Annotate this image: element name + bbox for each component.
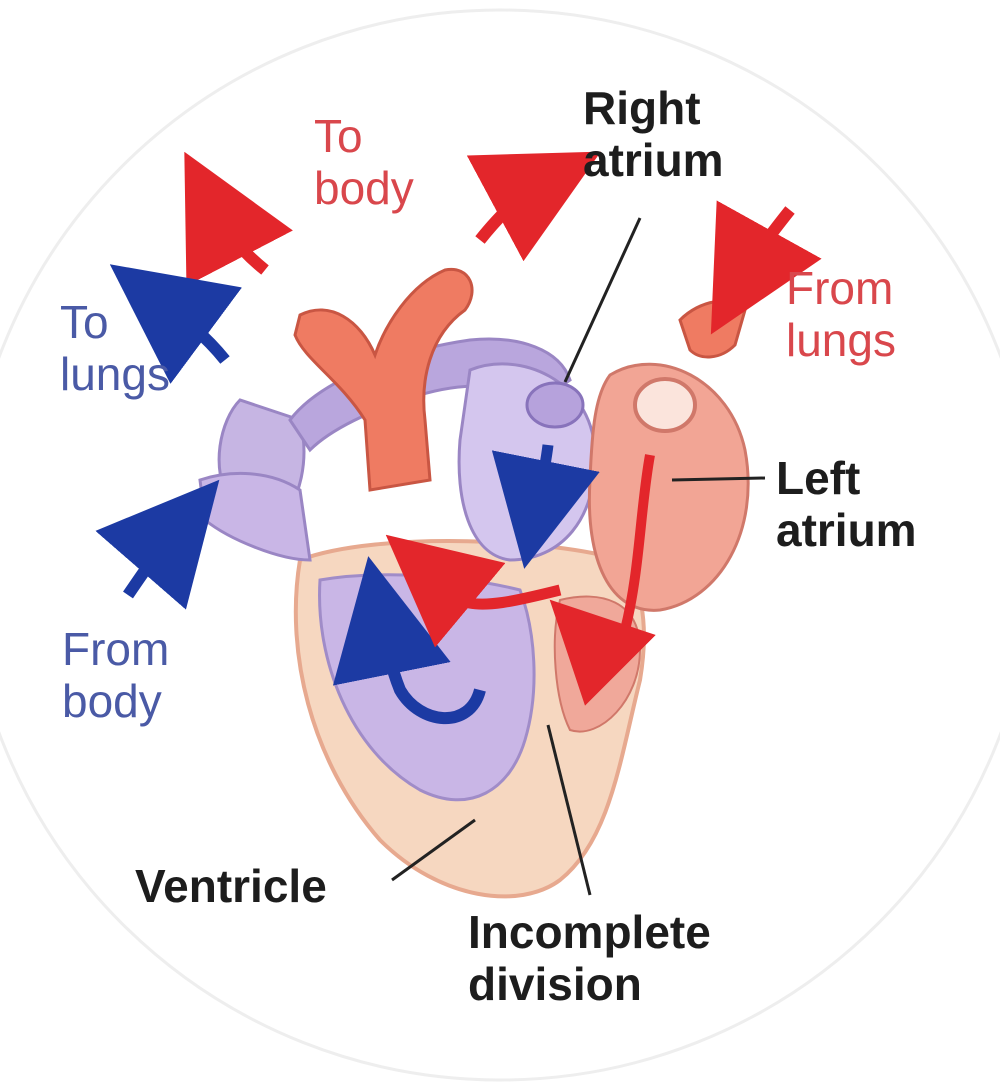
arrow-from-lungs — [710, 200, 822, 335]
label-to-lungs-line1: To — [60, 296, 109, 348]
label-ventricle: Ventricle — [135, 860, 327, 912]
label-ventricle-text: Ventricle — [135, 860, 327, 912]
leader-incomplete-division — [546, 724, 592, 896]
label-from-body-line2: body — [62, 675, 162, 727]
label-from-lungs-line1: From — [786, 262, 894, 314]
label-to-body-line2: body — [314, 162, 414, 214]
leader-left-atrium — [671, 476, 766, 482]
arrow-to-body-left — [184, 151, 293, 286]
left-atrium-opening — [633, 377, 697, 433]
arrow-to-body-right — [466, 151, 601, 262]
leader-right-atrium — [563, 217, 642, 383]
label-from-lungs: From lungs — [786, 262, 896, 366]
label-right-atrium-line2: atrium — [583, 134, 724, 186]
label-incomplete-division-line2: division — [468, 958, 642, 1010]
label-left-atrium-line1: Left — [776, 452, 861, 504]
right-atrium-opening — [525, 381, 585, 429]
label-incomplete-division-line1: Incomplete — [468, 906, 711, 958]
aorta — [293, 267, 474, 492]
flow-left-atrium-down — [549, 454, 656, 706]
label-right-atrium: Right atrium — [583, 82, 724, 186]
label-from-lungs-line2: lungs — [786, 314, 896, 366]
flow-right-atrium-down — [491, 444, 600, 569]
label-incomplete-division: Incomplete division — [468, 906, 711, 1010]
label-right-atrium-line1: Right — [583, 82, 701, 134]
arrow-to-lungs — [109, 264, 242, 384]
label-to-body: To body — [314, 110, 414, 214]
label-to-lungs: To lungs — [60, 296, 170, 400]
label-from-body: From body — [62, 623, 169, 727]
flow-ventricle-blue — [332, 556, 486, 725]
leader-ventricle — [391, 818, 476, 882]
label-to-lungs-line2: lungs — [60, 348, 170, 400]
flow-ventricle-red — [385, 534, 562, 648]
label-left-atrium-line2: atrium — [776, 504, 917, 556]
arrow-from-body — [95, 479, 220, 610]
vena-cava-inflow — [198, 472, 312, 562]
label-left-atrium: Left atrium — [776, 452, 917, 556]
label-from-body-line1: From — [62, 623, 170, 675]
label-to-body-line1: To — [314, 110, 363, 162]
